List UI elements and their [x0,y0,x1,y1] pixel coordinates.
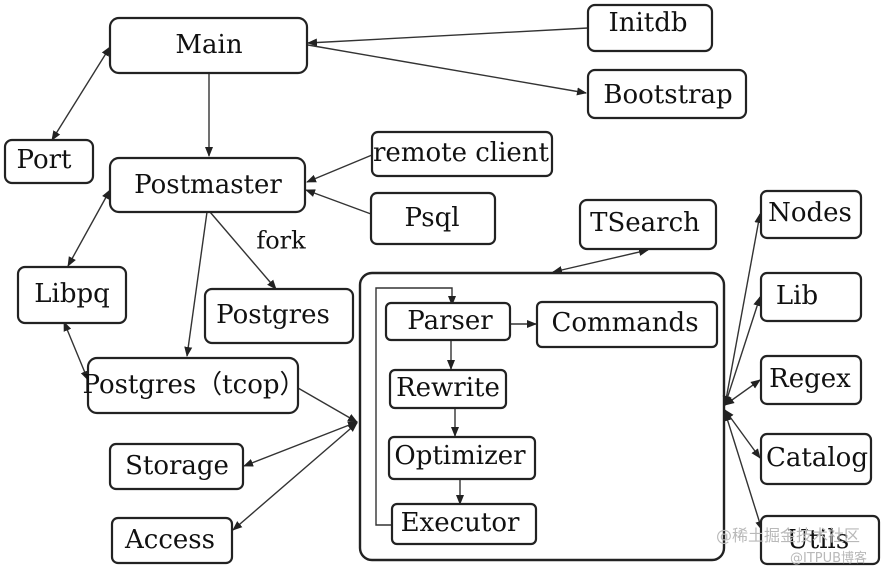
node-rewrite: Rewrite [388,368,508,410]
node-rewrite-label: Rewrite [396,373,500,403]
edge-regex-container [724,379,761,406]
executor-subsystem-container [358,271,726,562]
node-libpq-label: Libpq [34,279,110,309]
node-parser: Parser [384,301,512,342]
edge-tcop-container [297,387,358,423]
node-port-label: Port [17,145,73,175]
watermark-line-2: @ITPUB博客 [790,550,867,566]
edge-main-bootstrap [307,44,587,96]
edge-tsearch-container [552,248,649,274]
node-commands: Commands [535,300,719,349]
node-libpq: Libpq [16,265,128,325]
node-regex-label: Regex [769,364,851,394]
edge-postmaster-tcop [184,211,208,357]
node-access-label: Access [124,525,215,555]
node-parser-label: Parser [407,306,493,336]
node-lib: Lib [759,271,863,323]
node-port: Port [3,138,95,185]
node-catalog: Catalog [759,432,873,486]
node-postgres-label: Postgres [216,300,330,330]
edge-nodes-container [722,213,763,406]
node-postgres-tcop: Postgres（tcop） [83,356,306,415]
edge-remoteclient-postmaster [306,154,373,183]
node-utils-label: Utils [787,525,849,555]
node-executor-label: Executor [401,508,520,538]
node-catalog-label: Catalog [766,443,868,473]
edge-utils-container [723,411,764,531]
node-nodes-label: Nodes [768,198,852,228]
node-initdb-label: Initdb [608,8,687,38]
edge-main-port [51,46,111,141]
edge-initdb-main [307,27,589,47]
watermark-line-1: @稀土掘金技术社区 [716,526,860,545]
node-postmaster: Postmaster [108,156,307,214]
edge-postmaster-postgres [209,211,277,290]
node-postgres: Postgres [203,287,355,345]
node-utils: Utils [759,514,881,566]
edge-access-container [232,422,358,531]
node-access: Access [110,516,234,565]
edge-catalog-container [724,409,761,459]
node-nodes: Nodes [759,189,863,240]
edge-postmaster-libpq [67,189,111,267]
node-bootstrap: Bootstrap [586,68,748,120]
node-postgres-tcop-label: Postgres（tcop） [83,370,306,400]
edge-label-fork: fork [256,227,306,255]
node-regex: Regex [759,354,863,406]
node-psql-label: Psql [404,203,459,233]
edge-psql-postmaster [305,189,372,215]
node-remote-client: remote client [370,130,554,178]
node-tsearch-label: TSearch [590,208,700,238]
node-main: Main [108,16,309,75]
node-postmaster-label: Postmaster [134,170,282,200]
node-initdb: Initdb [586,3,714,53]
node-psql: Psql [369,191,497,246]
edge-storage-container [243,421,358,467]
edge-libpq-tcop [63,321,89,381]
node-main-label: Main [175,30,242,60]
edge-executor-loop-parser [375,287,456,526]
node-remote-client-label: remote client [373,138,550,168]
node-optimizer: Optimizer [387,435,537,481]
node-storage: Storage [108,442,245,491]
node-lib-label: Lib [776,281,818,311]
node-optimizer-label: Optimizer [394,441,526,471]
node-tsearch: TSearch [578,198,718,251]
node-commands-label: Commands [551,308,698,338]
node-storage-label: Storage [125,451,229,481]
node-bootstrap-label: Bootstrap [603,80,732,110]
node-executor: Executor [390,502,538,546]
edges [51,27,764,531]
